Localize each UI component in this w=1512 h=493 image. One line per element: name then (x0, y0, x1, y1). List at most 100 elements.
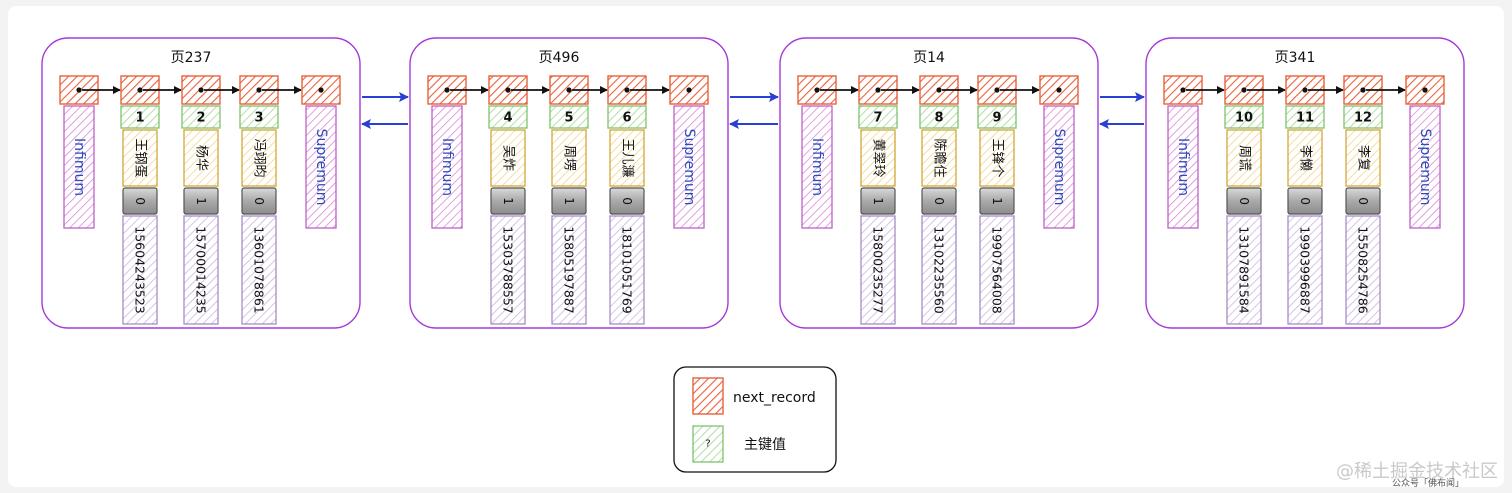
phone-field (921, 215, 957, 325)
primary-key-value: 1 (135, 111, 144, 126)
flag-value: 0 (1356, 197, 1370, 205)
flag-field (1345, 187, 1381, 215)
name-value: 吴炸 (501, 145, 516, 171)
flag-value: 1 (501, 197, 515, 205)
phone-value: 15303788557 (501, 226, 516, 313)
flag-field (860, 187, 896, 215)
flag-value: 0 (133, 197, 147, 205)
name-field (979, 129, 1015, 187)
name-field (551, 129, 587, 187)
primary-key-value: 2 (196, 111, 205, 126)
flag-value: 1 (562, 197, 576, 205)
flag-value: 0 (1298, 197, 1312, 205)
page-title: 页496 (539, 50, 580, 66)
phone-value: 13107891584 (1237, 226, 1252, 314)
pointer-dot (686, 87, 692, 93)
watermark: @稀土掘金技术社区 (1336, 461, 1498, 482)
phone-field (490, 215, 526, 325)
phone-field (241, 215, 277, 325)
name-field (490, 129, 526, 187)
flag-field (241, 187, 277, 215)
legend-pk-label: 主键值 (744, 437, 786, 453)
primary-key-value: 3 (254, 111, 263, 126)
name-value: 杨华 (194, 145, 209, 171)
pointer-dot (936, 87, 942, 93)
primary-key-box (1343, 105, 1383, 129)
pointer-dot (624, 87, 630, 93)
pointer-dot (198, 87, 204, 93)
flag-field (1226, 187, 1262, 215)
flag-value: 1 (871, 197, 885, 205)
name-value: 王儿濂 (620, 138, 635, 177)
pointer-dot (875, 87, 881, 93)
flag-value: 0 (1237, 197, 1251, 205)
infimum-label: Infimum (439, 138, 455, 196)
primary-key-box (120, 105, 160, 129)
supremum-label: Supremum (1417, 129, 1433, 206)
name-field (1345, 129, 1381, 187)
infimum-record (1167, 105, 1199, 229)
pointer-dot (505, 87, 511, 93)
supremum-label: Supremum (1051, 129, 1067, 206)
name-value: 周塄 (562, 145, 577, 171)
name-value: 王锋个 (990, 138, 1005, 177)
page-title: 页341 (1275, 50, 1316, 66)
flag-value: 1 (194, 197, 208, 205)
name-field (860, 129, 896, 187)
supremum-record (673, 105, 705, 229)
primary-key-value: 12 (1354, 111, 1372, 126)
phone-field (1345, 215, 1381, 325)
phone-field (183, 215, 219, 325)
phone-value: 19907564008 (990, 226, 1005, 314)
primary-key-box (181, 105, 221, 129)
phone-value: 13102235560 (932, 226, 947, 314)
flag-value: 0 (932, 197, 946, 205)
flag-field (122, 187, 158, 215)
primary-key-value: 9 (992, 111, 1001, 126)
name-value: 冯翊昀 (252, 138, 267, 177)
pointer-dot (1360, 87, 1366, 93)
name-field (122, 129, 158, 187)
phone-value: 13601078861 (252, 226, 267, 313)
phone-field (1287, 215, 1323, 325)
phone-value: 15604243523 (133, 226, 148, 313)
primary-key-value: 7 (873, 111, 882, 126)
name-field (609, 129, 645, 187)
primary-key-value: 4 (503, 111, 512, 126)
page-title: 页237 (171, 50, 212, 66)
phone-value: 15805197887 (562, 226, 577, 313)
user-record: 9 王锋个 1 19907564008 (977, 105, 1017, 325)
flag-field (551, 187, 587, 215)
legend-next-record-swatch (692, 377, 724, 415)
infimum-label: Infimum (71, 138, 87, 196)
infimum-label: Infimum (809, 138, 825, 196)
primary-key-box (1224, 105, 1264, 129)
name-value: 陈瞻住 (932, 138, 948, 177)
primary-key-box (858, 105, 898, 129)
name-field (1287, 129, 1323, 187)
phone-value: 19903996887 (1298, 226, 1313, 313)
primary-key-box (977, 105, 1017, 129)
flag-field (1287, 187, 1323, 215)
flag-value: 1 (990, 197, 1004, 205)
pointer-dot (76, 87, 82, 93)
infimum-record (431, 105, 463, 229)
phone-value: 15508254786 (1356, 226, 1371, 314)
flag-field (490, 187, 526, 215)
pointer-dot (1302, 87, 1308, 93)
primary-key-box (488, 105, 528, 129)
name-field (183, 129, 219, 187)
primary-key-box (607, 105, 647, 129)
legend: next_record?主键值 (673, 366, 837, 473)
supremum-record (1409, 105, 1441, 229)
next-record-box (669, 75, 709, 105)
pointer-dot (1056, 87, 1062, 93)
